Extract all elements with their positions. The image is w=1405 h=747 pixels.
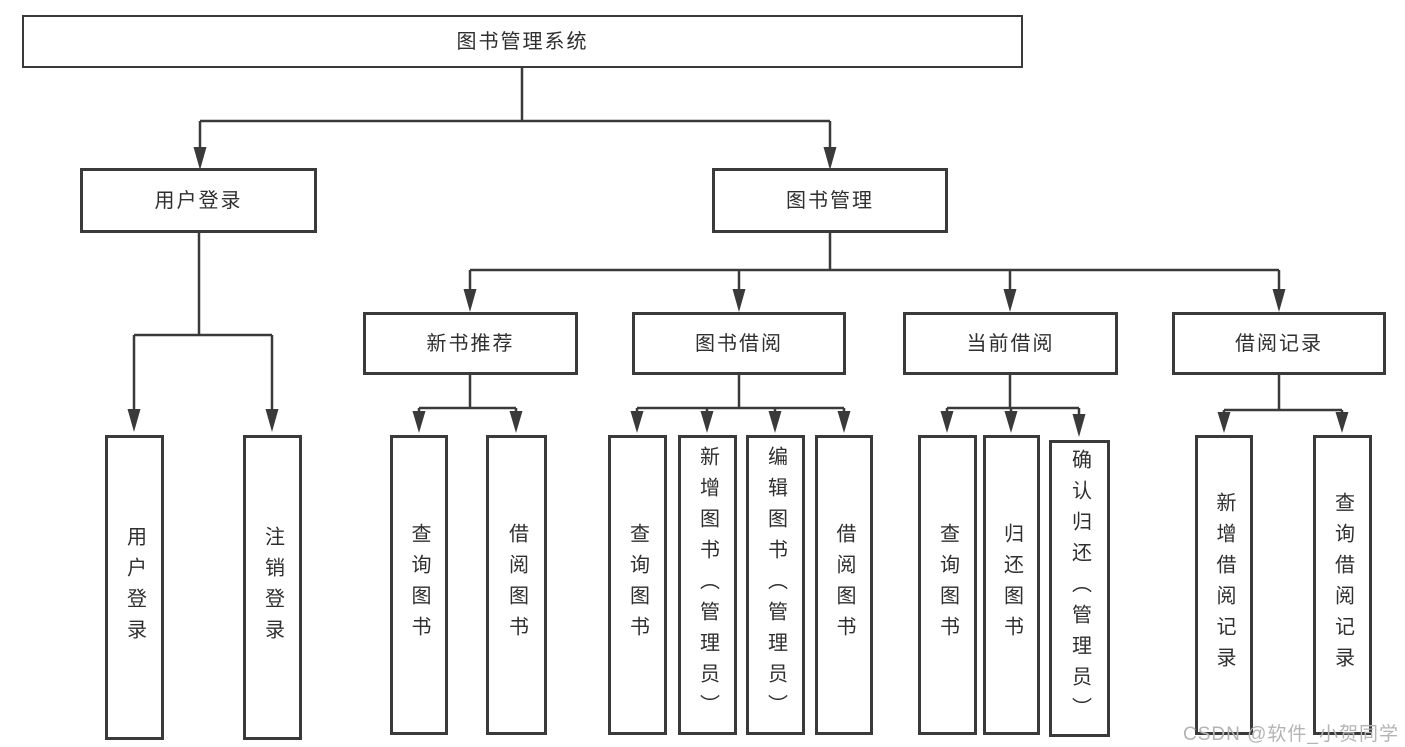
leaf-logout: 注销登录 xyxy=(243,435,302,740)
leaf-bb-borrow-books: 借阅图书 xyxy=(815,435,873,735)
leaf-nbr-query-books: 查询图书 xyxy=(390,435,448,735)
node-library-management-system: 图书管理系统 xyxy=(22,15,1023,68)
leaf-bb-add-book-admin: 新增图书（管理员） xyxy=(678,435,737,735)
node-current-borrowing: 当前借阅 xyxy=(903,312,1118,375)
node-new-book-recommendation: 新书推荐 xyxy=(363,312,578,375)
node-borrowing-records: 借阅记录 xyxy=(1172,312,1386,375)
node-book-management: 图书管理 xyxy=(712,168,948,233)
leaf-nbr-borrow-books: 借阅图书 xyxy=(486,435,547,735)
leaf-cb-query-books: 查询图书 xyxy=(918,435,977,735)
leaf-br-add-record: 新增借阅记录 xyxy=(1195,435,1253,735)
node-book-borrowing: 图书借阅 xyxy=(632,312,846,375)
csdn-watermark: CSDN @软件_小贺同学 xyxy=(1183,724,1399,745)
leaf-user-login: 用户登录 xyxy=(105,435,164,740)
leaf-cb-confirm-return-admin: 确认归还（管理员） xyxy=(1049,440,1110,737)
leaf-cb-return-books: 归还图书 xyxy=(983,435,1040,735)
leaf-bb-query-books: 查询图书 xyxy=(608,435,667,735)
leaf-br-query-record: 查询借阅记录 xyxy=(1313,435,1372,735)
leaf-bb-edit-book-admin: 编辑图书（管理员） xyxy=(746,435,805,735)
node-user-login: 用户登录 xyxy=(80,168,317,233)
